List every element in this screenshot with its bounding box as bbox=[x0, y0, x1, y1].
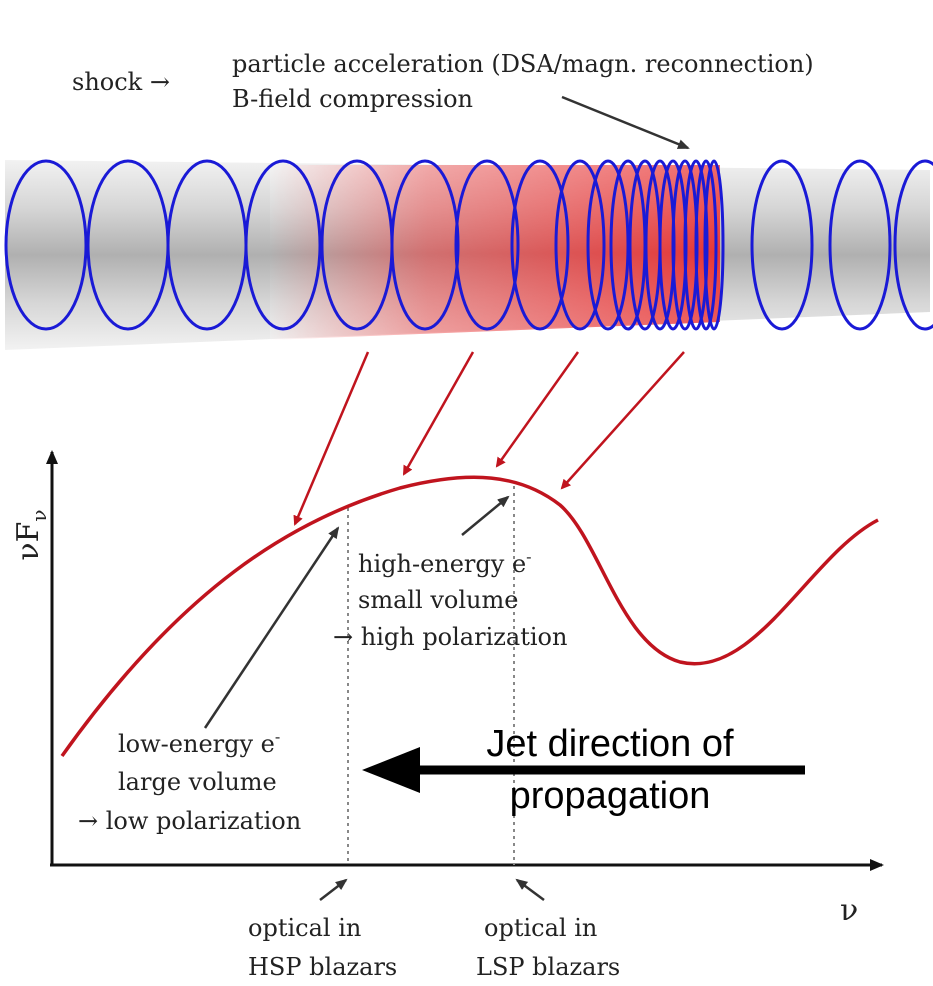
high-energy-arrow bbox=[461, 495, 510, 536]
svg-text:νFν: νFν bbox=[11, 509, 51, 560]
lsp-label-line1: optical in bbox=[484, 914, 597, 942]
low-energy-label: low-energy e- bbox=[118, 727, 280, 758]
helix-loop bbox=[694, 159, 718, 331]
hsp-label-line1: optical in bbox=[248, 914, 361, 942]
emission-arrow-3 bbox=[495, 351, 580, 468]
high-energy-label: high-energy e- bbox=[358, 547, 532, 578]
helix-loop bbox=[454, 159, 520, 331]
helix-loop bbox=[703, 159, 725, 331]
emission-arrow-2 bbox=[402, 351, 475, 476]
lsp-arrow bbox=[515, 878, 545, 902]
small-volume-label: small volume bbox=[358, 586, 518, 614]
hsp-label-line2: HSP blazars bbox=[248, 953, 397, 981]
sed-curve bbox=[60, 475, 879, 758]
emission-arrow-4 bbox=[560, 351, 685, 490]
hsp-arrow bbox=[319, 878, 348, 901]
helix-loop bbox=[750, 159, 814, 331]
jet-propagation-label: propagation bbox=[510, 775, 711, 817]
plot-axes bbox=[46, 450, 884, 871]
lsp-label-line2: LSP blazars bbox=[476, 953, 620, 981]
b-field-compression-arrow bbox=[561, 95, 690, 150]
helix-loop bbox=[586, 159, 630, 331]
helix-loop bbox=[390, 159, 460, 331]
shock-label: shock → bbox=[72, 68, 170, 96]
high-polarization-label: → high polarization bbox=[333, 623, 567, 651]
emission-arrows bbox=[293, 351, 685, 526]
low-energy-arrow bbox=[203, 526, 340, 729]
emission-arrow-1 bbox=[293, 351, 370, 526]
acceleration-label: particle acceleration (DSA/magn. reconne… bbox=[232, 50, 814, 78]
low-polarization-label: → low polarization bbox=[78, 807, 301, 835]
large-volume-label: large volume bbox=[118, 768, 277, 796]
helix-loop bbox=[683, 159, 709, 331]
helix-loop bbox=[4, 159, 88, 331]
helix-loop bbox=[510, 159, 570, 331]
b-field-label: B-field compression bbox=[232, 85, 473, 113]
jet-direction-label: Jet direction of bbox=[486, 723, 734, 765]
helix-loop bbox=[244, 159, 322, 331]
x-axis-label: ν bbox=[840, 893, 858, 928]
helical-magnetic-field bbox=[4, 159, 933, 331]
helix-loop bbox=[554, 159, 606, 331]
helix-loop bbox=[828, 159, 892, 331]
helix-loop bbox=[893, 159, 933, 331]
y-axis-label: νFν bbox=[11, 509, 51, 560]
jet-direction-arrowhead bbox=[362, 747, 420, 793]
